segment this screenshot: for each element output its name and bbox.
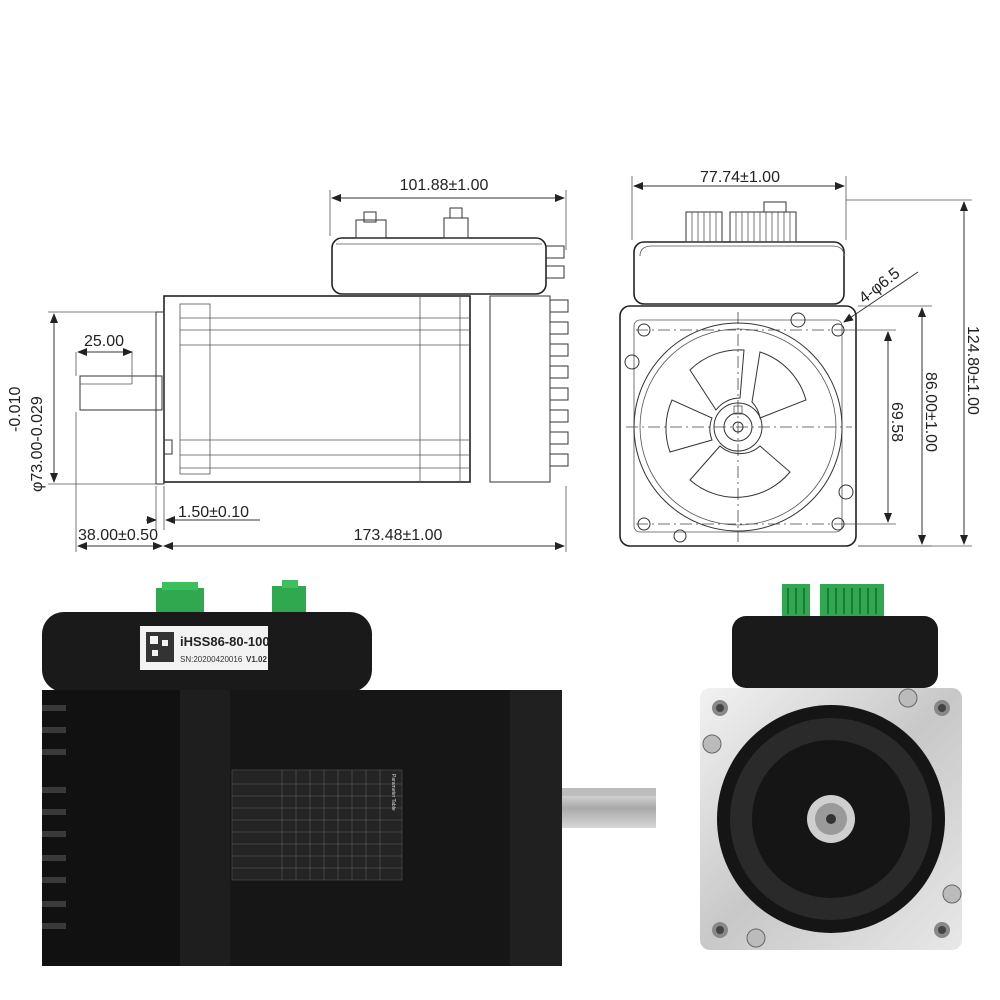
dim-driver-length: 101.88±1.00 bbox=[400, 177, 489, 194]
side-view-drawing: 101.88±1.00 25.00 φ73.00-0.029 -0.010 1.… bbox=[7, 177, 569, 552]
front-photo bbox=[700, 584, 962, 950]
shaft-outline bbox=[79, 375, 163, 411]
dim-flange-step: 1.50±0.10 bbox=[178, 504, 249, 521]
mount-holes bbox=[624, 312, 854, 543]
dim-flange-height: 86.00±1.00 bbox=[922, 372, 939, 452]
dim-shaft-length: 38.00±0.50 bbox=[78, 527, 158, 544]
photo-front-driver bbox=[732, 616, 938, 688]
flange-outline bbox=[619, 305, 857, 547]
driver-housing-outline bbox=[331, 237, 547, 295]
dim-total-length: 173.48±1.00 bbox=[354, 527, 443, 544]
photo-model-text: iHSS86-80-100 bbox=[180, 634, 270, 649]
dim-driver-width: 77.74±1.00 bbox=[700, 169, 780, 186]
top-connector-right bbox=[443, 207, 469, 239]
dim-inner-spacing: 69.58 bbox=[888, 402, 905, 442]
dim-shaft-flat: 25.00 bbox=[84, 333, 124, 350]
photo-version-text: V1.02 bbox=[246, 655, 267, 664]
dim-pilot-diameter: φ73.00-0.029 bbox=[29, 396, 46, 492]
driver-top-outline bbox=[633, 241, 845, 305]
side-photo: iHSS86-80-100 SN:20200420016 V1.02 Param… bbox=[42, 580, 656, 966]
dim-total-height: 124.80±1.00 bbox=[964, 326, 981, 415]
top-connector-left bbox=[355, 211, 387, 239]
photo-serial-text: SN:20200420016 bbox=[180, 655, 243, 664]
dim-pilot-tolerance: -0.010 bbox=[7, 387, 24, 432]
front-view-drawing: 77.74±1.00 4-φ6.5 69.58 86.00±1.00 124.8… bbox=[619, 169, 981, 547]
heatsink-fins bbox=[489, 245, 569, 483]
dim-hole-pattern: 4-φ6.5 bbox=[856, 265, 903, 307]
terminal-strip-drawing bbox=[685, 201, 797, 243]
photo-table-title: Parameter Table bbox=[390, 774, 396, 811]
photo-parameter-table bbox=[231, 769, 403, 881]
